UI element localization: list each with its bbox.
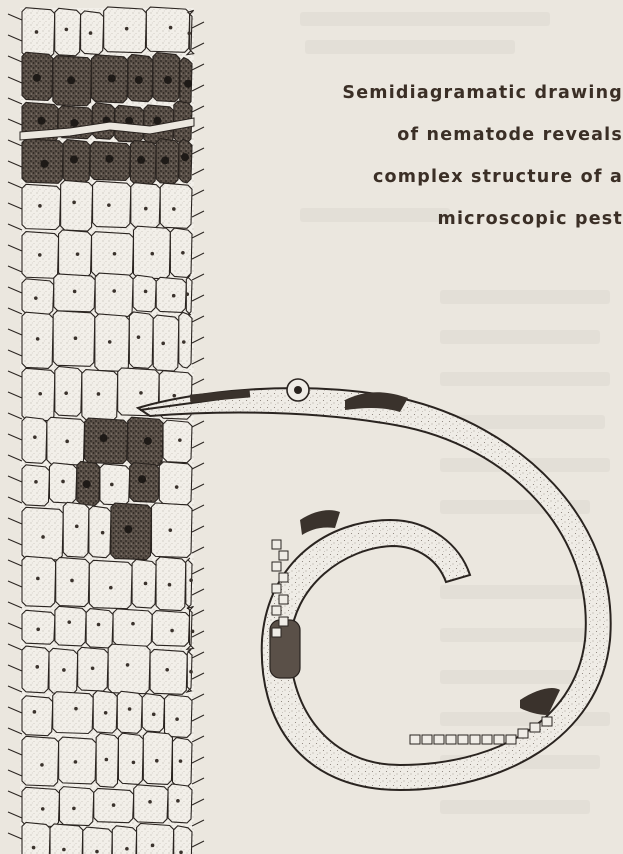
nematode-body <box>138 379 611 790</box>
root-tissue <box>8 7 204 854</box>
